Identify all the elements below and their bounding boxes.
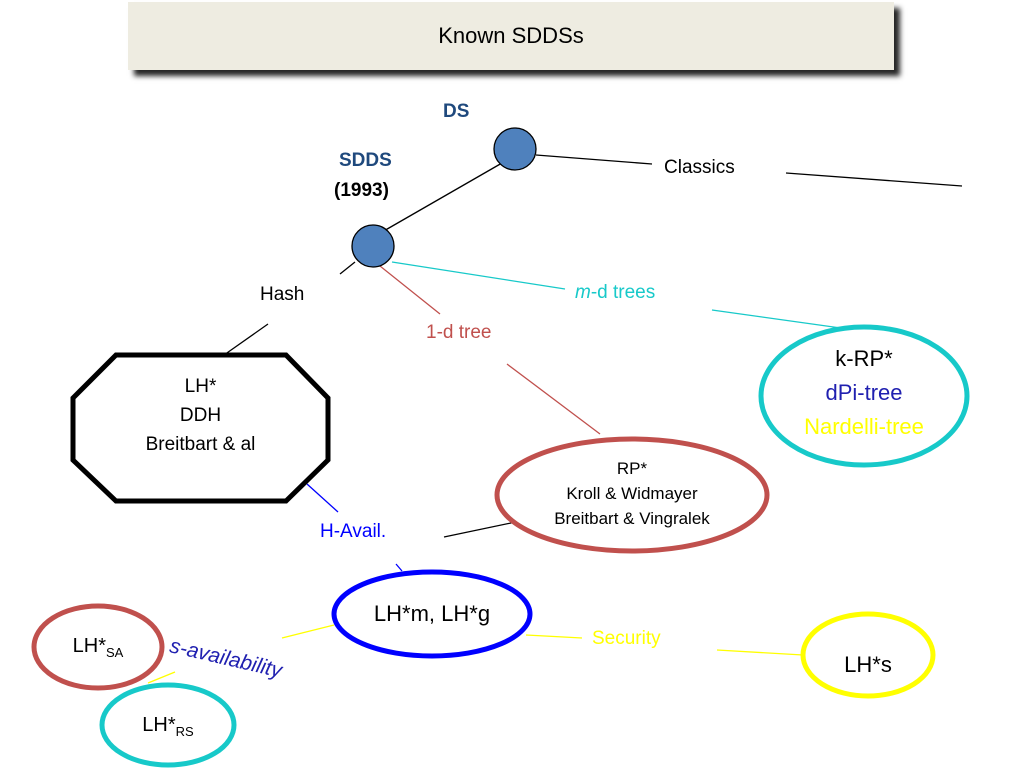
edge-ds-sdds: [381, 162, 503, 233]
md-ellipse-line-3: Nardelli-tree: [804, 414, 924, 439]
edge-mdtrees-ellipse: [711, 309, 856, 331]
edge-savail-lhrs: [147, 671, 176, 684]
hash-octagon: [70, 352, 331, 504]
edge-ds-classics: [535, 154, 653, 165]
lhs-ellipse: [800, 611, 936, 699]
h-avail-label: H-Avail.: [320, 521, 387, 542]
ds-label: DS: [443, 101, 470, 122]
lhsa-main: LH*: [72, 635, 106, 657]
edge-octagon-havail: [306, 483, 339, 513]
lhsa-ellipse-text: LH*SA: [34, 635, 162, 660]
md-trees-label: m-d trees: [575, 282, 655, 304]
ds-node: [493, 127, 537, 171]
slide-title: Known SDDSs: [438, 23, 584, 48]
lhsa-ellipse: [31, 603, 165, 691]
md-trees-ellipse: [758, 324, 970, 468]
rp-ellipse: [494, 436, 770, 554]
md-ellipse-line-1: k-RP*: [835, 346, 893, 371]
sdds-node: [351, 224, 395, 268]
1d-tree-label: 1-d tree: [426, 322, 492, 343]
rp-ellipse-line-3: Breitbart & Vingralek: [554, 509, 710, 528]
hash-octagon-line-1: LH*: [184, 376, 217, 397]
sdds-year-label: (1993): [334, 180, 389, 201]
rp-ellipse-text: RP* Kroll & Widmayer Breitbart & Vingral…: [497, 456, 767, 531]
edge-1dtree-rp: [506, 363, 601, 435]
edge-lhm-savail: [281, 624, 335, 639]
security-label: Security: [592, 628, 661, 649]
edge-security-lhs: [716, 649, 804, 656]
md-trees-label-rest: -d trees: [590, 282, 656, 303]
hash-octagon-text: LH* DDH Breitbart & al: [73, 372, 328, 459]
md-ellipse-text: k-RP* dPi-tree Nardelli-tree: [761, 342, 967, 444]
title-bar: Known SDDSs: [128, 2, 894, 70]
rp-ellipse-line-1: RP*: [616, 459, 648, 478]
hash-octagon-line-2: DDH: [179, 405, 222, 426]
sdds-label: SDDS: [339, 150, 392, 171]
edge-sdds-mdtrees: [391, 261, 566, 290]
lhs-ellipse-text: LH*s: [844, 652, 892, 677]
lhrs-subscript: RS: [175, 724, 194, 739]
hash-label: Hash: [260, 284, 305, 305]
edge-havail-lhm: [395, 563, 403, 572]
hash-octagon-line-3: Breitbart & al: [145, 434, 256, 455]
lhm-ellipse-text: LH*m, LH*g: [373, 601, 491, 626]
md-ellipse-line-2: dPi-tree: [825, 380, 903, 405]
lhrs-ellipse: [99, 682, 237, 768]
edge-hash-octagon: [223, 323, 269, 356]
edge-classics-right: [785, 172, 963, 187]
edge-lhm-security: [525, 634, 583, 639]
lhrs-ellipse-text: LH*RS: [102, 714, 234, 739]
md-trees-label-italic: m: [575, 282, 591, 303]
rp-ellipse-line-2: Kroll & Widmayer: [566, 484, 698, 503]
lhm-ellipse: [331, 569, 533, 659]
lhsa-subscript: SA: [106, 645, 124, 660]
edge-sdds-hash: [339, 261, 356, 275]
edge-sdds-1dtree: [379, 265, 441, 315]
lhrs-main: LH*: [142, 714, 176, 736]
classics-label: Classics: [664, 157, 735, 178]
